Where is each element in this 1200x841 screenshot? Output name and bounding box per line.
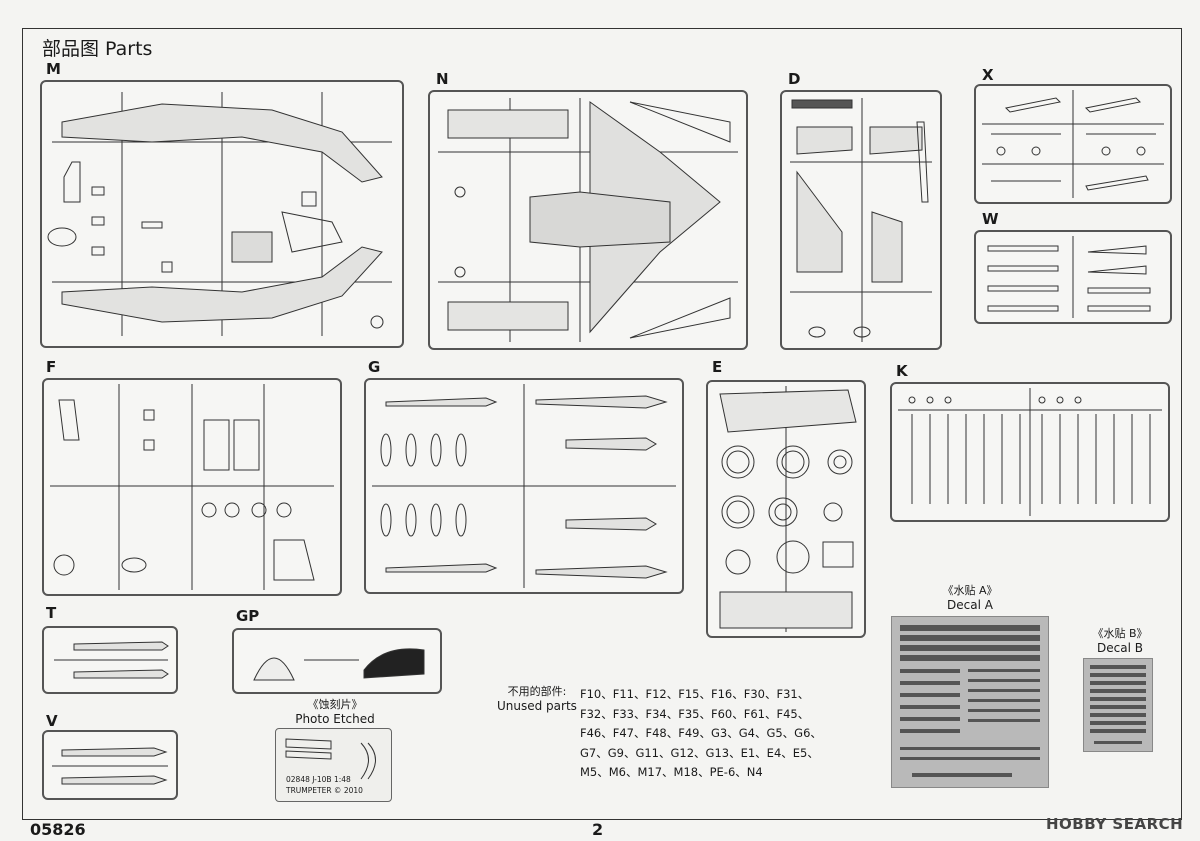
sprue-t-parts (54, 641, 169, 679)
sprue-v-parts (52, 747, 168, 785)
sprue-letter-f: F (46, 358, 57, 376)
sprue-letter-v: V (46, 712, 58, 730)
decal-b-label-en: Decal B (1097, 641, 1143, 655)
decal-b-sheet (1083, 658, 1153, 752)
unused-parts-label-en: Unused parts (497, 699, 577, 713)
sprue-e-parts (719, 386, 857, 632)
unused-parts-line: G7、G9、G11、G12、G13、E1、E4、E5、 (580, 745, 819, 760)
decal-b-caption: 《水贴 B》 Decal B (1070, 627, 1170, 655)
sprue-n-parts (438, 98, 738, 342)
sprue-t (42, 626, 178, 694)
decal-a-markings (900, 625, 1040, 777)
photo-etched-parts (285, 738, 376, 780)
photo-etched-code: 02848 J-10B 1:48 (286, 775, 351, 784)
product-code: 05826 (30, 820, 86, 839)
photo-etched-sheet: 02848 J-10B 1:48 TRUMPETER © 2010 (275, 728, 392, 802)
sprue-x-parts (982, 90, 1164, 198)
sprue-letter-d: D (788, 70, 801, 88)
sprue-letter-k: K (896, 362, 908, 380)
sprue-letter-e: E (712, 358, 723, 376)
unused-parts-line: M5、M6、M17、M18、PE-6、N4 (580, 765, 763, 779)
sprue-letter-n: N (436, 70, 449, 88)
page-frame (22, 28, 1182, 820)
sprue-gp (232, 628, 442, 694)
sprue-n (428, 90, 748, 350)
sprue-w-parts (987, 236, 1151, 318)
decal-b-markings (1090, 665, 1146, 744)
sprue-letter-gp: GP (236, 607, 260, 625)
decal-a-sheet (891, 616, 1049, 788)
photo-etched-label-en: Photo Etched (295, 712, 375, 726)
sprue-v (42, 730, 178, 800)
sprue-letter-t: T (46, 604, 57, 622)
sprue-letter-x: X (982, 66, 994, 84)
decal-a-label-en: Decal A (947, 598, 993, 612)
unused-parts-list: F10、F11、F12、F15、F16、F30、F31、 F32、F33、F34… (580, 685, 840, 783)
sprue-letter-m: M (46, 60, 61, 78)
sprue-g-parts (372, 384, 676, 588)
sprue-m (40, 80, 404, 348)
photo-etched-brand: TRUMPETER © 2010 (286, 786, 363, 795)
sprue-f-parts (50, 384, 334, 590)
decal-a-caption: 《水贴 A》 Decal A (900, 584, 1040, 612)
sprue-d (780, 90, 942, 350)
sprue-k-parts (898, 388, 1162, 516)
sprue-letter-w: W (982, 210, 999, 228)
page-title: 部品图 Parts (42, 38, 153, 60)
sprue-d-parts (790, 98, 932, 342)
sprue-x (974, 84, 1172, 204)
sprue-f (42, 378, 342, 596)
sprue-e (706, 380, 866, 638)
sprue-k (890, 382, 1170, 522)
sprue-w (974, 230, 1172, 324)
unused-parts-label-cn: 不用的部件: (507, 685, 567, 698)
watermark-logo: HOBBY SEARCH (1046, 815, 1184, 833)
sprue-g (364, 378, 684, 594)
page-number: 2 (592, 820, 604, 839)
unused-parts-label: 不用的部件: Unused parts (497, 685, 577, 713)
sprue-letter-g: G (368, 358, 381, 376)
unused-parts-line: F32、F33、F34、F35、F60、F61、F45、 (580, 706, 810, 721)
unused-parts-line: F10、F11、F12、F15、F16、F30、F31、 (580, 687, 810, 701)
decal-b-label-cn: 《水贴 B》 (1092, 627, 1148, 640)
decal-a-label-cn: 《水贴 A》 (942, 584, 998, 597)
sprue-gp-parts (253, 648, 425, 681)
photo-etched-caption: 《蚀刻片》 Photo Etched (270, 698, 400, 726)
sprue-m-parts (47, 92, 392, 336)
photo-etched-label-cn: 《蚀刻片》 (307, 698, 363, 711)
unused-parts-line: F46、F47、F48、F49、G3、G4、G5、G6、 (580, 726, 822, 740)
